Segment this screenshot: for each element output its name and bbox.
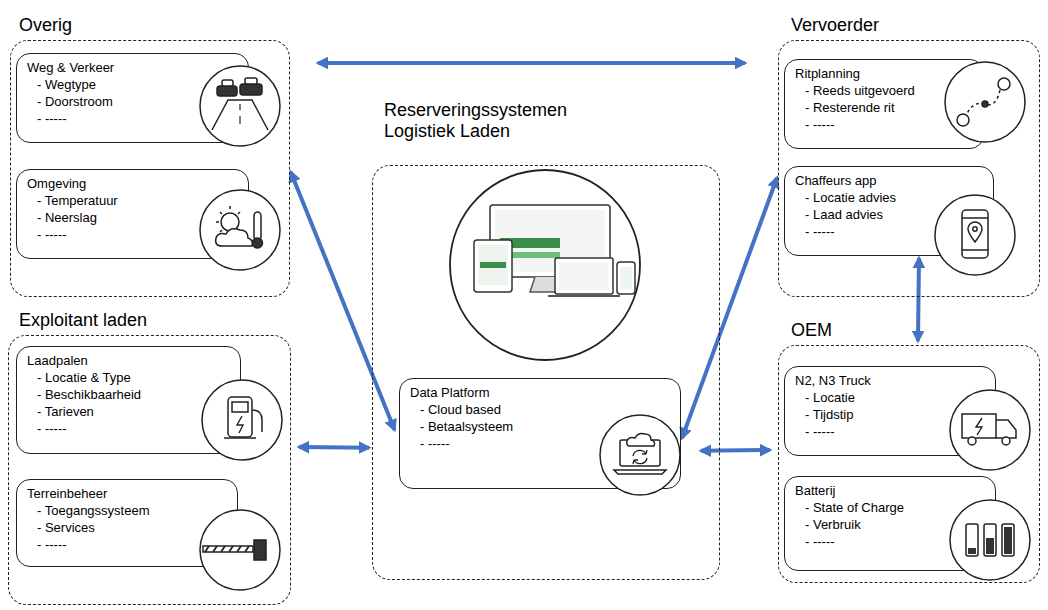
info-box: Omgeving- Temperatuur- Neerslag- -----: [16, 169, 249, 259]
list-item: - Reeds uitgevoerd: [795, 82, 973, 99]
list-item: - -----: [27, 110, 238, 127]
cloud-laptop-icon: [600, 415, 680, 495]
list-item: - Temperatuur: [27, 192, 238, 209]
list-item: - -----: [795, 423, 985, 440]
double-arrow: [291, 172, 395, 430]
list-item: - Betaalsysteem: [410, 418, 670, 435]
info-box: Chaffeurs app- Locatie advies- Laad advi…: [784, 166, 994, 256]
list-item: - -----: [27, 420, 230, 437]
box-title: Batterij: [795, 482, 985, 499]
double-arrow: [701, 448, 770, 453]
list-item: - -----: [795, 223, 983, 240]
group-region: OverigWeg & Verkeer- Wegtype- Doorstroom…: [10, 40, 290, 297]
devices-illustration: [450, 170, 640, 360]
list-item: - -----: [27, 536, 227, 553]
info-box: N2, N3 Truck- Locatie- Tijdstip- -----: [784, 366, 996, 456]
group-region: OEMN2, N3 Truck- Locatie- Tijdstip- ----…: [778, 345, 1040, 583]
info-box: Ritplanning- Reeds uitgevoerd- Resterend…: [784, 59, 984, 149]
box-title: Ritplanning: [795, 65, 973, 82]
barrier-icon: [200, 510, 280, 590]
list-item: - Neerslag: [27, 209, 238, 226]
phone-icon: [935, 195, 1015, 275]
list-item: - Toegangssysteem: [27, 502, 227, 519]
group-heading: Overig: [19, 15, 219, 36]
group-region: VervoerderRitplanning- Reeds uitgevoerd-…: [778, 40, 1040, 297]
double-arrow: [318, 61, 745, 65]
list-item: - Tijdstip: [795, 406, 985, 423]
list-item: - Beschikbaarheid: [27, 386, 230, 403]
list-item: - Tarieven: [27, 403, 230, 420]
group-heading: Reserveringssystemen Logistiek Laden: [384, 100, 609, 142]
info-box: Laadpalen- Locatie & Type- Beschikbaarhe…: [16, 346, 241, 454]
list-item: - Locatie advies: [795, 189, 983, 206]
box-title: Weg & Verkeer: [27, 59, 238, 76]
list-item: - -----: [795, 533, 985, 550]
truck-icon: [950, 390, 1030, 470]
box-title: Data Platform: [410, 384, 670, 401]
info-box: Weg & Verkeer- Wegtype- Doorstroom- ----…: [16, 53, 249, 143]
list-item: - -----: [410, 435, 670, 452]
list-item: - Doorstroom: [27, 93, 238, 110]
route-icon: [945, 62, 1025, 142]
box-title: N2, N3 Truck: [795, 372, 985, 389]
list-item: - Resterende rit: [795, 99, 973, 116]
list-item: - Locatie: [795, 389, 985, 406]
weather-icon: [200, 190, 280, 270]
group-heading: Exploitant laden: [19, 310, 239, 331]
list-item: - -----: [27, 226, 238, 243]
list-item: - Locatie & Type: [27, 369, 230, 386]
group-region: Exploitant ladenLaadpalen- Locatie & Typ…: [8, 335, 291, 605]
list-item: - Laad advies: [795, 206, 983, 223]
list-item: - Verbruik: [795, 516, 985, 533]
battery-icon: [950, 500, 1030, 580]
charger-icon: [202, 380, 282, 460]
double-arrow: [682, 178, 777, 438]
list-item: - Cloud based: [410, 401, 670, 418]
group-heading: Vervoerder: [791, 15, 991, 36]
info-box: Data Platform- Cloud based- Betaalsystee…: [399, 378, 681, 489]
info-box: Batterij- State of Charge- Verbruik- ---…: [784, 476, 996, 571]
box-title: Terreinbeheer: [27, 485, 227, 502]
box-title: Chaffeurs app: [795, 172, 983, 189]
box-title: Omgeving: [27, 175, 238, 192]
double-arrow: [918, 258, 919, 341]
list-item: - State of Charge: [795, 499, 985, 516]
road-icon: [200, 66, 280, 146]
info-box: Terreinbeheer- Toegangssysteem- Services…: [16, 479, 238, 567]
box-title: Laadpalen: [27, 352, 230, 369]
list-item: - -----: [795, 116, 973, 133]
group-heading: OEM: [791, 320, 991, 341]
list-item: - Services: [27, 519, 227, 536]
double-arrow: [299, 445, 369, 450]
list-item: - Wegtype: [27, 76, 238, 93]
group-region: Reserveringssystemen Logistiek LadenData…: [372, 165, 720, 580]
